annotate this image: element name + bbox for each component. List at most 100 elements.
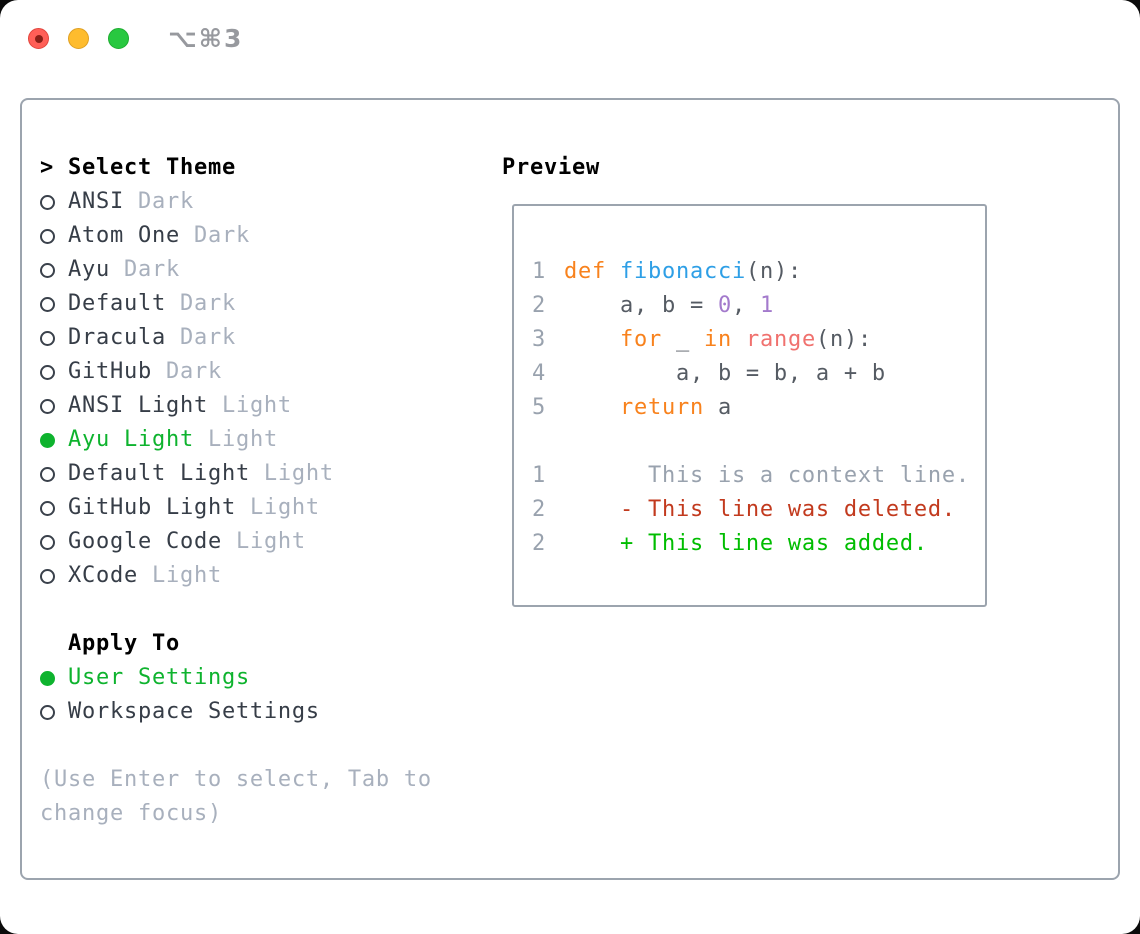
marker	[40, 228, 68, 244]
code-line: 4 a, b = b, a + b	[532, 357, 985, 391]
theme-option[interactable]: GitHub Dark	[40, 355, 502, 389]
theme-option[interactable]: Default Dark	[40, 287, 502, 321]
spacer	[40, 593, 502, 627]
option-variant: Light	[221, 529, 306, 554]
radio-selected-icon	[40, 670, 55, 686]
radio-selected-icon	[40, 432, 55, 448]
option-label: Default	[68, 291, 166, 316]
radio-icon	[40, 364, 55, 380]
option-label: Atom One	[68, 223, 180, 248]
theme-option[interactable]: Ayu Light Light	[40, 423, 502, 457]
code-text: a, b = 0, 1	[564, 293, 774, 318]
radio-icon	[40, 330, 55, 346]
option-variant: Light	[207, 393, 292, 418]
radio-icon	[40, 500, 55, 516]
code-line: 2 + This line was added.	[532, 527, 985, 561]
theme-option[interactable]: GitHub Light Light	[40, 491, 502, 525]
line-number: 2	[532, 497, 546, 522]
option-label: Dracula	[68, 325, 166, 350]
minimize-button[interactable]	[68, 28, 89, 49]
theme-option[interactable]: Ayu Dark	[40, 253, 502, 287]
option-label: Ayu Light	[68, 427, 194, 452]
option-variant: Light	[249, 461, 334, 486]
option-label: User Settings	[68, 665, 250, 690]
theme-option[interactable]: Dracula Dark	[40, 321, 502, 355]
titlebar: ⌥⌘3	[0, 0, 1140, 98]
theme-option[interactable]: XCode Light	[40, 559, 502, 593]
close-dot-icon	[34, 34, 43, 43]
radio-icon	[40, 568, 55, 584]
select-theme-header-row: > Select Theme	[40, 151, 502, 185]
line-number: 3	[532, 327, 546, 352]
code-line: 1 This is a context line.	[532, 459, 985, 493]
code-line: 2 - This line was deleted.	[532, 493, 985, 527]
radio-icon	[40, 194, 55, 210]
line-number: 4	[532, 361, 546, 386]
prompt-icon: >	[40, 155, 54, 180]
line-number: 1	[532, 463, 546, 488]
code-line: 1 def fibonacci(n):	[532, 255, 985, 289]
apply-to-header-row: Apply To	[40, 627, 502, 661]
radio-icon	[40, 534, 55, 550]
marker	[40, 704, 68, 720]
apply-to-header: Apply To	[68, 631, 180, 656]
apply-to-option[interactable]: User Settings	[40, 661, 502, 695]
marker	[40, 194, 68, 210]
window-title: ⌥⌘3	[168, 24, 244, 53]
radio-icon	[40, 296, 55, 312]
code-text: def fibonacci(n):	[564, 259, 802, 284]
option-variant: Dark	[165, 325, 236, 350]
option-label: ANSI	[68, 189, 124, 214]
option-label: GitHub	[68, 359, 152, 384]
maximize-button[interactable]	[108, 28, 129, 49]
marker	[40, 296, 68, 312]
theme-option[interactable]: Google Code Light	[40, 525, 502, 559]
marker	[40, 364, 68, 380]
option-variant: Dark	[179, 223, 250, 248]
radio-icon	[40, 398, 55, 414]
option-variant: Dark	[151, 359, 222, 384]
code-line: 3 for _ in range(n):	[532, 323, 985, 357]
option-variant: Light	[235, 495, 320, 520]
option-variant: Dark	[165, 291, 236, 316]
option-label: Workspace Settings	[68, 699, 320, 724]
code-text: a, b = b, a + b	[564, 361, 886, 386]
preview-column: Preview 1 def fibonacci(n): 2 a, b = 0, 1 3…	[502, 151, 1118, 878]
code-text: for _ in range(n):	[619, 327, 872, 352]
theme-option[interactable]: Default Light Light	[40, 457, 502, 491]
line-number: 5	[532, 395, 546, 420]
close-button[interactable]	[28, 28, 49, 49]
hint-text: (Use Enter to select, Tab to change focu…	[40, 767, 432, 826]
preview-code: 1 def fibonacci(n): 2 a, b = 0, 1 3 for _ i…	[532, 255, 985, 561]
code-text: return a	[619, 395, 732, 420]
apply-to-option[interactable]: Workspace Settings	[40, 695, 502, 729]
radio-icon	[40, 228, 55, 244]
marker	[40, 262, 68, 278]
code-line: 5 return a	[532, 391, 985, 425]
radio-icon	[40, 262, 55, 278]
line-number: 1	[532, 259, 546, 284]
theme-option[interactable]: ANSI Dark	[40, 185, 502, 219]
spacer	[40, 729, 502, 763]
option-label: GitHub Light	[68, 495, 236, 520]
preview-header-row: Preview	[502, 151, 1118, 185]
marker	[40, 500, 68, 516]
option-label: Default Light	[68, 461, 250, 486]
option-variant: Dark	[110, 257, 180, 282]
option-label: Ayu	[68, 257, 110, 282]
option-variant: Light	[193, 427, 278, 452]
marker	[40, 670, 68, 686]
marker	[40, 534, 68, 550]
option-label: ANSI Light	[68, 393, 208, 418]
theme-option[interactable]: ANSI Light Light	[40, 389, 502, 423]
option-label: Google Code	[68, 529, 222, 554]
option-variant: Dark	[123, 189, 194, 214]
marker	[40, 466, 68, 482]
theme-option[interactable]: Atom One Dark	[40, 219, 502, 253]
preview-header: Preview	[502, 155, 600, 180]
preview-box: 1 def fibonacci(n): 2 a, b = 0, 1 3 for _ i…	[512, 204, 987, 607]
